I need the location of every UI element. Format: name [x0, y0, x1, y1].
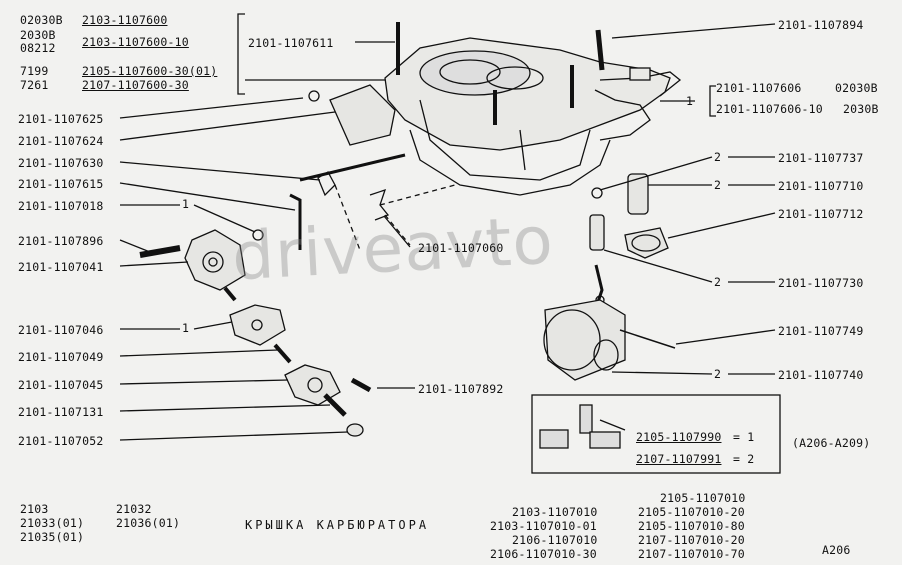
assembly-code: 2103-1107010 — [512, 505, 598, 519]
callout-label: 2101-1107630 — [18, 156, 104, 170]
pump-assembly — [139, 229, 372, 437]
callout-label: 2101-1107041 — [18, 260, 104, 274]
callout-label: 2101-1107892 — [418, 382, 504, 396]
leader-lines-left — [119, 97, 349, 441]
callout-label: 2101-1107052 — [18, 434, 104, 448]
callout-label: 2101-1107045 — [18, 378, 104, 392]
dashed-guide — [379, 184, 456, 206]
right-bracket-code: 02030B — [835, 81, 878, 95]
variant-code: 2030B — [20, 28, 56, 42]
variant-code: 7199 — [20, 64, 49, 78]
page-reference: A206 — [822, 543, 851, 557]
carburetor-cover — [384, 37, 682, 196]
callout-label: 2101-1107896 — [18, 234, 104, 248]
screw-small — [308, 90, 320, 102]
quantity-label: 1 — [686, 94, 694, 108]
quantity-label: 2 — [714, 275, 722, 289]
callout-label: 2101-1107615 — [18, 177, 104, 191]
callout-label: 2101-1107712 — [778, 207, 864, 221]
right-bracket-part: 2101-1107606 — [716, 81, 802, 95]
callout-label: 2101-1107060 — [418, 241, 504, 255]
dashed-guide — [384, 214, 411, 246]
assembly-code: 2106-1107010 — [512, 533, 598, 547]
kit-reference: (A206-A209) — [792, 436, 871, 450]
callout-label: 2101-1107046 — [18, 323, 104, 337]
variant-part: 2103-1107600-10 — [82, 35, 189, 49]
header-bracket — [237, 13, 245, 95]
gasket — [329, 84, 396, 146]
kit-box — [531, 394, 781, 474]
model-code: 21033(01) — [20, 516, 85, 530]
assembly-code: 2105-1107010 — [660, 491, 746, 505]
callout-label: 2101-1107624 — [18, 134, 104, 148]
dashed-guide — [334, 184, 361, 251]
kit-illustration — [539, 404, 626, 449]
callout-label: 2101-1107710 — [778, 179, 864, 193]
right-bracket — [709, 85, 716, 117]
fuel-fittings — [589, 173, 669, 306]
variant-part: 2107-1107600-30 — [82, 78, 189, 92]
callout-label: 2101-1107749 — [778, 324, 864, 338]
rod — [299, 153, 406, 182]
quantity-label: 1 — [182, 197, 190, 211]
variant-part: 2103-1107600 — [82, 13, 168, 27]
quantity-label: 2 — [714, 178, 722, 192]
callout-label: 2101-1107740 — [778, 368, 864, 382]
callout-label: 2101-1107625 — [18, 112, 104, 126]
assembly-code: 2107-1107010-70 — [638, 547, 745, 561]
leader-lines-right — [377, 23, 776, 389]
kit-part: 2107-1107991 — [636, 452, 722, 466]
callout-label: 2101-1107018 — [18, 199, 104, 213]
right-bracket-code: 2030B — [843, 102, 879, 116]
assembly-code: 2105-1107010-20 — [638, 505, 745, 519]
quantity-label: 2 — [714, 367, 722, 381]
kit-qty: = 1 — [733, 430, 755, 444]
quantity-label: 1 — [182, 321, 190, 335]
page-title: КРЫШКА КАРБЮРАТОРА — [245, 518, 430, 532]
assembly-code: 2103-1107010-01 — [490, 519, 597, 533]
kit-part: 2105-1107990 — [636, 430, 722, 444]
model-code: 2103 — [20, 502, 49, 516]
bracket-part-label: 2101-1107611 — [248, 36, 334, 50]
solenoid-valve — [543, 299, 676, 381]
right-bracket-part: 2101-1107606-10 — [716, 102, 823, 116]
callout-label: 2101-1107131 — [18, 405, 104, 419]
screw — [595, 29, 605, 71]
variant-code: 02030B — [20, 13, 63, 27]
variant-code: 7261 — [20, 78, 49, 92]
quantity-label: 2 — [714, 150, 722, 164]
assembly-code: 2105-1107010-80 — [638, 519, 745, 533]
callout-label: 2101-1107737 — [778, 151, 864, 165]
pushrod — [289, 193, 302, 250]
model-code: 21036(01) — [116, 516, 181, 530]
variant-part: 2105-1107600-30(01) — [82, 64, 218, 78]
callout-label: 2101-1107894 — [778, 18, 864, 32]
assembly-code: 2107-1107010-20 — [638, 533, 745, 547]
callout-label: 2101-1107049 — [18, 350, 104, 364]
model-code: 21035(01) — [20, 530, 85, 544]
assembly-code: 2106-1107010-30 — [490, 547, 597, 561]
callout-label: 2101-1107730 — [778, 276, 864, 290]
model-code: 21032 — [116, 502, 152, 516]
variant-code: 08212 — [20, 41, 56, 55]
kit-qty: = 2 — [733, 452, 755, 466]
